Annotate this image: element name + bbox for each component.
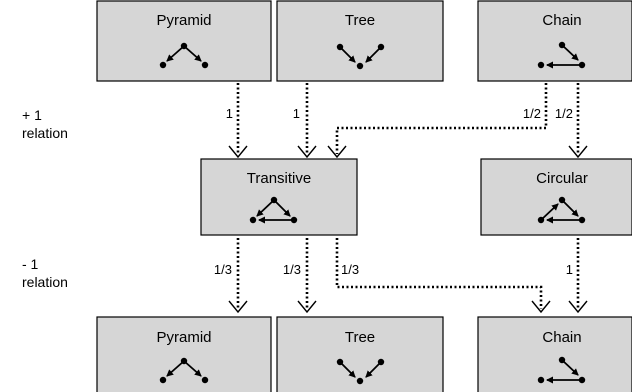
box-title: Tree	[345, 329, 375, 346]
box-title: Circular	[536, 170, 588, 187]
svg-text:1/3: 1/3	[214, 262, 232, 277]
arrow-chain-to-circular: 1/2	[555, 83, 588, 159]
circular-icon	[537, 196, 586, 224]
pyramid-icon	[159, 357, 209, 384]
transitive-icon	[249, 196, 298, 224]
arrow-tree-to-transitive: 1	[293, 83, 317, 159]
box-top-chain: Chain	[477, 0, 632, 82]
svg-text:1/2: 1/2	[523, 106, 541, 121]
box-mid-transitive: Transitive	[200, 158, 358, 236]
svg-text:relation: relation	[22, 125, 68, 141]
svg-text:1/3: 1/3	[341, 262, 359, 277]
svg-text:1/3: 1/3	[283, 262, 301, 277]
box-title: Pyramid	[156, 329, 211, 346]
arrow-transitive-to-pyramid: 1/3	[214, 238, 248, 314]
box-title: Transitive	[247, 170, 311, 187]
box-title: Pyramid	[156, 12, 211, 29]
box-bottom-pyramid: Pyramid	[96, 316, 272, 392]
chain-icon	[537, 356, 586, 384]
tree-icon	[336, 43, 385, 70]
arrow-circular-to-chain: 1	[566, 238, 588, 314]
box-bottom-chain: Chain	[477, 316, 632, 392]
svg-text:+ 1: + 1	[22, 107, 42, 123]
svg-text:1/2: 1/2	[555, 106, 573, 121]
box-bottom-tree: Tree	[276, 316, 444, 392]
arrow-chain-to-transitive: 1/2	[327, 83, 548, 159]
svg-text:1: 1	[293, 106, 300, 121]
tree-icon	[336, 358, 385, 385]
svg-text:1: 1	[226, 106, 233, 121]
arrow-pyramid-to-transitive: 1	[226, 83, 248, 159]
box-title: Chain	[542, 12, 581, 29]
arrow-transitive-to-tree: 1/3	[283, 238, 317, 314]
box-mid-circular: Circular	[480, 158, 632, 236]
svg-text:relation: relation	[22, 274, 68, 290]
side-label-minus-relation: - 1 relation	[22, 256, 68, 290]
box-top-tree: Tree	[276, 0, 444, 82]
pyramid-icon	[159, 42, 209, 69]
side-label-plus-relation: + 1 relation	[22, 107, 68, 141]
svg-text:- 1: - 1	[22, 256, 39, 272]
chain-icon	[537, 41, 586, 69]
arrow-transitive-to-chain: 1/3	[335, 238, 551, 314]
svg-text:1: 1	[566, 262, 573, 277]
box-title: Tree	[345, 12, 375, 29]
box-title: Chain	[542, 329, 581, 346]
box-top-pyramid: Pyramid	[96, 0, 272, 82]
